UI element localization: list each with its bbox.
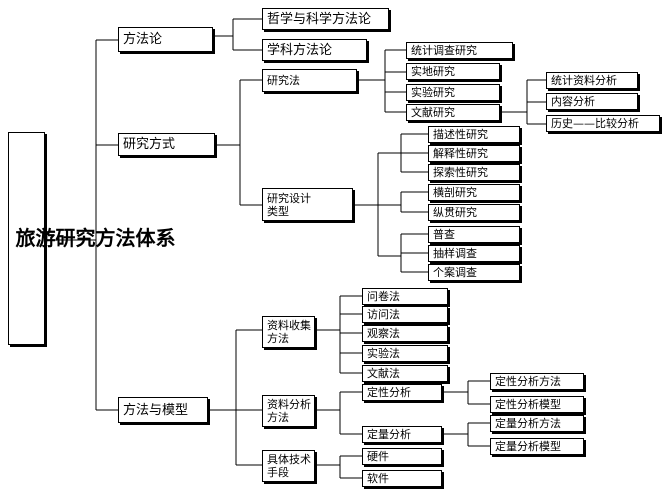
explanatory-research-node: 解释性研究 xyxy=(428,145,520,162)
data-analysis-methods-node: 资料分析 方法 xyxy=(262,395,315,427)
qualitative-models-node: 定性分析模型 xyxy=(490,396,584,413)
technique-means-node: 具体技术 手段 xyxy=(262,450,315,482)
content-analysis-node: 内容分析 xyxy=(546,93,638,110)
literature-research-node: 文献研究 xyxy=(406,104,500,121)
methods-models-node: 方法与模型 xyxy=(118,397,208,423)
quantitative-models-node: 定量分析模型 xyxy=(490,438,584,455)
descriptive-research-node: 描述性研究 xyxy=(428,126,520,143)
longitudinal-research-node: 纵贯研究 xyxy=(428,204,520,221)
disciplinary-methodology-node: 学科方法论 xyxy=(262,39,367,61)
questionnaire-method-node: 问卷法 xyxy=(362,288,448,305)
methodology-node: 方法论 xyxy=(118,27,213,52)
historical-comparative-analysis-node: 历史——比较分析 xyxy=(546,115,660,132)
field-research-node: 实地研究 xyxy=(406,63,500,80)
sampling-survey-node: 抽样调查 xyxy=(428,245,520,262)
cross-sectional-research-node: 横剖研究 xyxy=(428,184,520,201)
root-node: 旅游研究方法体系 xyxy=(8,132,176,345)
data-collection-methods-node: 资料收集 方法 xyxy=(262,316,315,348)
observation-method-node: 观察法 xyxy=(362,325,448,342)
document-method-node: 文献法 xyxy=(362,365,448,382)
software-node: 软件 xyxy=(362,470,442,487)
experimental-research-node: 实验研究 xyxy=(406,84,500,101)
research-modes-node: 研究方式 xyxy=(118,133,215,156)
hardware-node: 硬件 xyxy=(362,448,442,465)
design-types-node: 研究设计 类型 xyxy=(262,188,353,221)
qualitative-methods-node: 定性分析方法 xyxy=(490,373,584,390)
philosophy-methodology-node: 哲学与科学方法论 xyxy=(262,8,389,30)
case-survey-node: 个案调查 xyxy=(428,264,520,281)
quantitative-methods-node: 定量分析方法 xyxy=(490,415,584,432)
root-label: 旅游研究方法体系 xyxy=(15,226,176,250)
quantitative-analysis-node: 定量分析 xyxy=(362,426,442,443)
exploratory-research-node: 探索性研究 xyxy=(428,164,520,181)
experiment-method-node: 实验法 xyxy=(362,345,448,362)
statistical-data-analysis-node: 统计资料分析 xyxy=(546,72,638,89)
census-node: 普查 xyxy=(428,226,520,243)
interview-method-node: 访问法 xyxy=(362,306,448,323)
survey-research-node: 统计调查研究 xyxy=(406,42,513,59)
research-methods-node: 研究法 xyxy=(262,69,357,92)
qualitative-analysis-node: 定性分析 xyxy=(362,384,442,401)
